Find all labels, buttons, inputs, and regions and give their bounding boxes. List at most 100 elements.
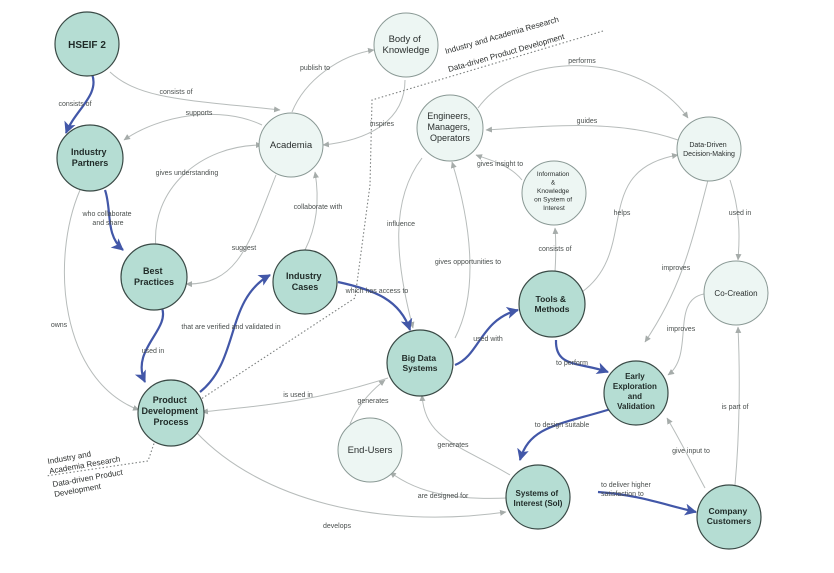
edge-label-improves-ddm: improves	[662, 265, 691, 272]
edge-engineers-bigdata	[398, 157, 423, 329]
edge-soi-bigdata	[419, 394, 511, 476]
edge-info-engineers	[475, 154, 523, 181]
node-academia-label: Academia	[270, 140, 313, 151]
node-hseif-label: HSEIF 2	[68, 40, 106, 51]
node-early-exploration-label: Early Exploration and Validation	[613, 372, 659, 411]
edge-hseif-academia	[109, 71, 281, 113]
node-body-of-knowledge-label: Body of Knowledge	[382, 34, 429, 56]
edge-label-to-design: to design suitable	[535, 422, 590, 429]
node-co-creation[interactable]: Co-Creation	[703, 260, 769, 326]
edge-partners-practices	[103, 189, 124, 251]
edge-label-is-part-of: is part of	[722, 404, 749, 411]
edge-ddm-engineers	[485, 125, 679, 141]
edge-label-consists-of-hseif-partners: consists of	[58, 101, 91, 108]
edge-label-guides: guides	[577, 118, 598, 125]
edge-ddm-cocreation	[729, 179, 742, 261]
edge-product-cases	[199, 274, 271, 393]
node-company-customers[interactable]: Company Customers	[696, 484, 762, 550]
edge-cocreation-early	[667, 293, 705, 376]
edge-soi-endusers	[389, 471, 509, 499]
edge-tools-early	[554, 339, 609, 374]
edge-label-gives-insight: gives insight to	[477, 161, 523, 168]
edge-body-academia	[322, 79, 406, 148]
edge-label-performs: performs	[568, 58, 596, 65]
edge-partners-product	[63, 189, 140, 411]
node-data-driven-decision-making[interactable]: Data-Driven Decision-Making	[676, 116, 742, 182]
edge-label-collaborate-with: collaborate with	[294, 204, 343, 211]
node-engineers-label: Engineers, Managers, Operators	[427, 111, 473, 143]
edge-label-publish-to: publish to	[300, 65, 330, 72]
edge-ddm-early	[644, 179, 709, 343]
edge-label-used-with: used with	[473, 336, 503, 343]
edge-academia-body	[291, 47, 375, 113]
edge-label-used-in-practices: used in	[142, 348, 165, 355]
edge-label-gives-understanding: gives understanding	[156, 170, 219, 177]
node-hseif[interactable]: HSEIF 2	[54, 11, 120, 77]
edge-label-gives-opportunities: gives opportunities to	[435, 259, 501, 266]
node-engineers[interactable]: Engineers, Managers, Operators	[416, 94, 484, 162]
edge-label-improves-cocreation: improves	[667, 326, 696, 333]
node-information-knowledge-label: Information & Knowledge on System of Int…	[534, 171, 574, 212]
node-industry-partners-label: Industry Partners	[71, 147, 109, 168]
edge-label-consists-of-tools: consists of	[538, 246, 571, 253]
node-co-creation-label: Co-Creation	[714, 289, 757, 298]
edge-product-soi	[195, 431, 507, 518]
edge-label-inspires: inspires	[370, 121, 395, 128]
edge-label-designed-for: are designed for	[418, 493, 469, 500]
edge-academia-partners	[123, 113, 263, 141]
edge-enduser-bigdata	[349, 379, 386, 425]
edge-early-soi	[517, 406, 615, 461]
node-end-users[interactable]: End-Users	[337, 417, 403, 483]
edge-academia-practices	[185, 174, 277, 288]
edge-practices-academia	[155, 142, 263, 249]
edge-label-who-collaborate: who collaborate and share	[82, 211, 134, 227]
edge-label-used-in-ddm: used in	[729, 210, 752, 217]
node-industry-cases[interactable]: Industry Cases	[272, 249, 338, 315]
edge-cases-bigdata	[337, 280, 413, 331]
edge-label-deliver: to deliver higher satisfaction to	[601, 482, 653, 498]
node-industry-partners[interactable]: Industry Partners	[56, 124, 124, 192]
node-systems-of-interest-label: Systems of Interest (SoI)	[514, 489, 563, 508]
node-industry-cases-label: Industry Cases	[286, 271, 324, 292]
edge-practices-product	[134, 307, 165, 383]
node-product-development-process-label: Product Development Process	[141, 395, 200, 427]
node-data-driven-decision-making-label: Data-Driven Decision-Making	[683, 142, 735, 158]
edge-cases-academia	[304, 171, 319, 251]
node-best-practices-label: Best Practices	[134, 266, 174, 287]
edge-label-consists-of-hseif-academia: consists of	[159, 89, 192, 96]
node-systems-of-interest[interactable]: Systems of Interest (SoI)	[505, 464, 571, 530]
edge-label-owns: owns	[51, 322, 68, 329]
node-big-data-systems[interactable]: Big Data Systems	[386, 329, 454, 397]
edge-label-to-perform: to perform	[556, 360, 588, 367]
edge-label-suggest: suggest	[232, 245, 257, 252]
region-boundary-line	[45, 30, 604, 477]
node-end-users-label: End-Users	[348, 445, 393, 456]
edge-customers-cocreation	[734, 326, 742, 486]
node-tools-methods-label: Tools & Methods	[535, 294, 570, 314]
node-company-customers-label: Company Customers	[707, 506, 752, 526]
edge-hseif-partners	[64, 73, 95, 134]
edge-bigdata-engineers	[450, 161, 471, 339]
edge-label-develops: develops	[323, 523, 352, 530]
edge-label-give-input: give input to	[672, 448, 710, 455]
edge-label-generates-endusers: generates	[357, 398, 389, 405]
node-body-of-knowledge[interactable]: Body of Knowledge	[373, 12, 439, 78]
edge-bigdata-product	[201, 377, 389, 415]
edge-tools-ddm	[581, 153, 679, 293]
edge-label-influence: influence	[387, 221, 415, 228]
node-product-development-process[interactable]: Product Development Process	[137, 379, 205, 447]
node-tools-methods[interactable]: Tools & Methods	[518, 270, 586, 338]
edge-label-helps: helps	[614, 210, 631, 217]
edge-bigdata-tools	[454, 307, 519, 367]
edge-label-generates-soi: generates	[437, 442, 469, 449]
node-academia[interactable]: Academia	[258, 112, 324, 178]
node-best-practices[interactable]: Best Practices	[120, 243, 188, 311]
edge-tools-info	[552, 227, 559, 273]
edge-customers-early	[666, 417, 706, 489]
edge-soi-customers	[597, 490, 697, 516]
node-information-knowledge[interactable]: Information & Knowledge on System of Int…	[521, 160, 587, 226]
edge-engineers-ddm	[477, 65, 689, 119]
node-early-exploration[interactable]: Early Exploration and Validation	[603, 360, 669, 426]
edge-label-verified-validated: that are verified and validated in	[181, 324, 280, 331]
